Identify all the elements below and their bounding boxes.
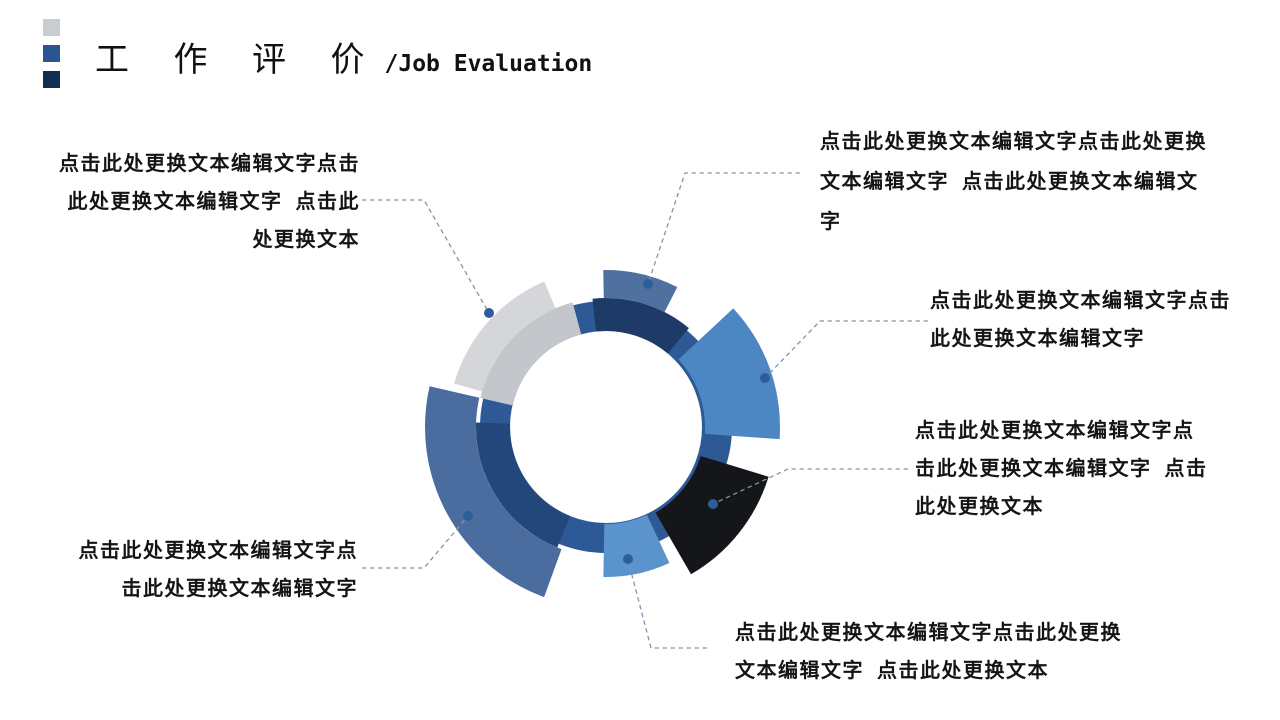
- connector-top-right: [647, 172, 800, 285]
- callout-low-right-text[interactable]: 点击此处更换文本编辑文字点 击此处更换文本编辑文字 点击 此处更换文本: [915, 412, 1217, 526]
- callout-line: 点击此处更换文本编辑文字点击此处更换: [820, 131, 1207, 153]
- callout-line: 字: [820, 211, 842, 233]
- callout-top-right-text[interactable]: 点击此处更换文本编辑文字点击此处更换 文本编辑文字 点击此处更换文本编辑文 字: [820, 122, 1212, 242]
- petal-gray-shape[interactable]: [480, 302, 582, 406]
- petal-gray[interactable]: [454, 281, 582, 406]
- petal-gray-dot: [484, 308, 494, 318]
- petal-left-large-dot: [463, 511, 473, 521]
- callout-line: 点击此处更换文本编辑文字点: [78, 540, 358, 562]
- petal-bottom[interactable]: [603, 514, 670, 578]
- petal-gray-shape[interactable]: [454, 281, 556, 392]
- title-bullet-3: [43, 71, 60, 88]
- petal-top[interactable]: [592, 270, 689, 354]
- petal-right-large-shape[interactable]: [678, 308, 780, 440]
- petal-left-large-shape[interactable]: [476, 422, 571, 548]
- callout-line: 点击此处更换文本编辑文字点: [915, 420, 1195, 442]
- callout-bottom-text[interactable]: 点击此处更换文本编辑文字点击此处更换 文本编辑文字 点击此处更换文本: [735, 614, 1133, 690]
- page-title-english: /Job Evaluation: [384, 51, 593, 77]
- connector-bottom-left: [362, 515, 469, 569]
- petal-bottom-shape[interactable]: [603, 514, 670, 578]
- callout-bottom-left-text[interactable]: 点击此处更换文本编辑文字点 击此处更换文本编辑文字: [38, 532, 358, 608]
- callout-line: 点击此处更换文本编辑文字点击: [930, 290, 1231, 312]
- callout-top-left-text[interactable]: 点击此处更换文本编辑文字点击 此处更换文本编辑文字 点击此 处更换文本: [40, 145, 360, 259]
- callout-line: 文本编辑文字 点击此处更换文本编辑文: [820, 171, 1199, 193]
- connector-bottom: [627, 559, 707, 649]
- callout-line: 点击此处更换文本编辑文字点击: [59, 153, 360, 175]
- petal-black[interactable]: [655, 455, 769, 575]
- callout-line: 击此处更换文本编辑文字: [121, 578, 358, 600]
- title-bullet-2: [43, 45, 60, 62]
- petal-left-large-shape[interactable]: [424, 386, 562, 598]
- connector-top-left: [362, 199, 490, 314]
- callout-line: 处更换文本: [252, 229, 360, 251]
- petal-right-large[interactable]: [678, 308, 780, 440]
- petal-top-shape[interactable]: [592, 298, 689, 354]
- callout-line: 此处更换文本编辑文字: [930, 328, 1145, 350]
- petal-bottom-dot: [623, 554, 633, 564]
- callout-mid-right-text[interactable]: 点击此处更换文本编辑文字点击 此处更换文本编辑文字: [930, 282, 1240, 358]
- petal-black-dot: [708, 499, 718, 509]
- callout-line: 此处更换文本编辑文字 点击此: [67, 191, 360, 213]
- petal-top-dot: [643, 279, 653, 289]
- petal-top-shape[interactable]: [603, 270, 678, 313]
- callout-line: 此处更换文本: [915, 496, 1044, 518]
- page-title-chinese: 工 作 评 价: [95, 42, 383, 79]
- title-bullets: [43, 19, 60, 97]
- title-bullet-1: [43, 19, 60, 36]
- callout-line: 点击此处更换文本编辑文字点击此处更换: [735, 622, 1122, 644]
- petal-left-large[interactable]: [424, 386, 571, 598]
- connector-mid-right: [764, 320, 928, 379]
- page-title: 工 作 评 价 /Job Evaluation: [95, 38, 592, 87]
- callout-line: 文本编辑文字 点击此处更换文本: [735, 660, 1049, 682]
- petal-black-shape[interactable]: [655, 455, 769, 575]
- callout-line: 击此处更换文本编辑文字 点击: [915, 458, 1208, 480]
- connector-low-right: [712, 468, 908, 505]
- petal-right-large-dot: [760, 373, 770, 383]
